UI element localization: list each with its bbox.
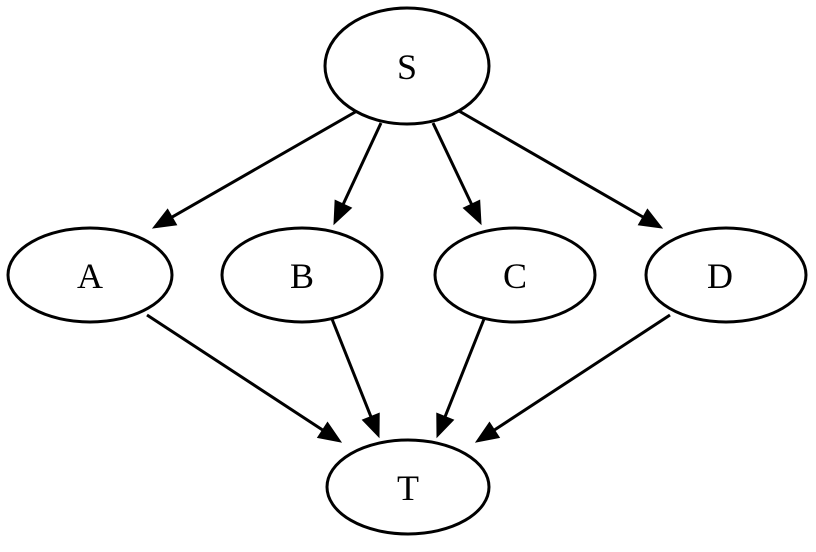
node-shape[interactable] — [433, 226, 597, 324]
edge-c-to-t — [436, 318, 486, 439]
node-shape[interactable] — [644, 226, 808, 324]
node-label: D — [707, 256, 733, 296]
arrowhead-icon — [637, 208, 664, 229]
node-label: S — [397, 47, 417, 87]
arrowhead-icon — [436, 412, 455, 439]
edge-b-to-t — [330, 318, 380, 439]
node-shape[interactable] — [323, 6, 491, 126]
node-label: C — [503, 256, 527, 296]
node-shape[interactable] — [6, 226, 174, 324]
edge-d-to-t — [474, 313, 671, 443]
edge-s-to-a — [151, 109, 358, 229]
nodes-layer: S A B C D T — [6, 6, 808, 536]
node-label: A — [77, 256, 103, 296]
edge-line — [330, 318, 374, 420]
arrowhead-icon — [474, 421, 501, 443]
arrowhead-icon — [316, 421, 343, 443]
node-label: B — [290, 256, 314, 296]
node-d[interactable]: D — [644, 226, 808, 324]
node-shape[interactable] — [325, 438, 491, 536]
edges-layer — [146, 109, 671, 443]
edge-line — [431, 122, 475, 208]
edge-line — [491, 313, 671, 433]
arrowhead-icon — [333, 199, 353, 226]
edge-line — [146, 313, 326, 433]
node-t[interactable]: T — [325, 438, 491, 536]
edge-s-to-b — [333, 122, 383, 226]
arrowhead-icon — [151, 208, 178, 229]
edge-s-to-d — [458, 109, 664, 229]
edge-line — [168, 109, 358, 220]
node-a[interactable]: A — [6, 226, 174, 324]
edge-line — [442, 318, 486, 420]
node-shape[interactable] — [220, 226, 384, 324]
arrowhead-icon — [462, 199, 482, 226]
node-label: T — [397, 468, 419, 508]
node-b[interactable]: B — [220, 226, 384, 324]
arrowhead-icon — [361, 412, 380, 439]
node-s[interactable]: S — [323, 6, 491, 126]
edge-line — [458, 109, 647, 220]
edge-line — [340, 122, 383, 208]
edge-s-to-c — [431, 122, 482, 226]
edge-a-to-t — [146, 313, 343, 443]
node-c[interactable]: C — [433, 226, 597, 324]
